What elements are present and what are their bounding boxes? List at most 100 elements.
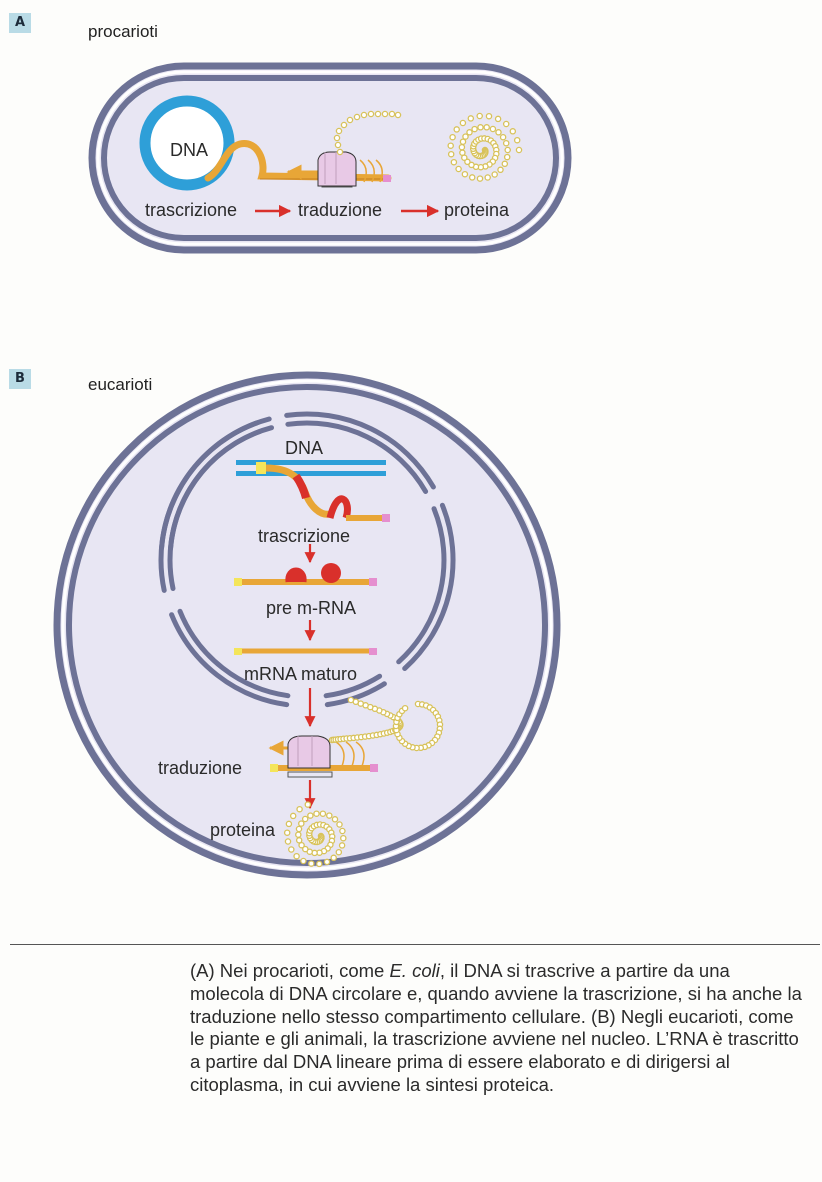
amino-acid-bead xyxy=(289,812,297,820)
amino-acid-bead xyxy=(307,812,314,819)
nuclear-membrane-segment xyxy=(324,681,387,708)
amino-acid-bead xyxy=(304,801,312,808)
amino-acid-bead xyxy=(285,820,293,828)
amino-acid-bead xyxy=(503,153,511,161)
prokaryote-ribosome xyxy=(286,151,383,188)
eukaryote-peptide-chain xyxy=(328,696,444,752)
amino-acid-bead xyxy=(499,133,507,141)
section-b-badge: B xyxy=(9,369,31,389)
amino-acid-bead xyxy=(283,829,291,836)
label-b-proteina: proteina xyxy=(210,820,276,840)
nuclear-membrane-segment xyxy=(177,608,291,699)
label-b-mrna-maturo: mRNA maturo xyxy=(244,664,358,684)
amino-acid-bead xyxy=(467,115,475,122)
amino-acid-bead xyxy=(455,165,462,173)
amino-acid-bead xyxy=(401,704,409,712)
nuclear-membrane-segment xyxy=(402,502,456,671)
amino-acid-bead xyxy=(447,142,454,149)
amino-acid-bead xyxy=(459,149,466,156)
amino-acid-bead xyxy=(461,170,469,178)
eukaryote-protein-spiral xyxy=(283,801,347,868)
prokaryote-peptide-chain xyxy=(333,110,402,156)
amino-acid-bead xyxy=(489,125,497,133)
amino-acid-bead xyxy=(347,696,355,704)
amino-acid-bead xyxy=(501,160,509,168)
label-a-trascrizione: trascrizione xyxy=(145,200,238,220)
amino-acid-bead xyxy=(300,857,307,865)
amino-acid-bead xyxy=(339,827,346,835)
amino-acid-bead xyxy=(459,138,467,145)
diagram-graphics xyxy=(53,62,572,879)
amino-acid-bead xyxy=(476,175,484,182)
amino-acid-bead xyxy=(323,858,331,866)
eukaryote-transcript xyxy=(256,462,390,522)
amino-acid-bead xyxy=(301,815,309,823)
amino-acid-bead xyxy=(468,174,476,181)
amino-acid-bead xyxy=(458,143,466,151)
amino-acid-bead xyxy=(468,161,475,169)
amino-acid-bead xyxy=(298,820,305,827)
amino-acid-bead xyxy=(491,171,498,178)
amino-acid-bead xyxy=(477,124,484,131)
nuclear-membrane-segment xyxy=(323,673,383,699)
section-a-badge: A xyxy=(9,13,31,33)
label-b-traduzione: traduzione xyxy=(158,758,243,778)
caption-part-1: (A) Nei procarioti, come xyxy=(190,960,390,981)
amino-acid-bead xyxy=(284,838,292,845)
amino-acid-bead xyxy=(316,860,323,868)
nuclear-membrane-segment xyxy=(169,612,290,708)
amino-acid-bead xyxy=(509,128,517,135)
amino-acid-bead xyxy=(459,119,467,127)
amino-acid-bead xyxy=(326,812,333,819)
nuclear-membrane-segment xyxy=(285,420,429,494)
amino-acid-bead xyxy=(330,854,337,862)
amino-acid-bead xyxy=(336,821,343,828)
label-b-trascrizione: trascrizione xyxy=(258,526,351,546)
amino-acid-bead xyxy=(449,133,456,141)
amino-acid-bead xyxy=(295,837,303,844)
caption-italic-species: E. coli xyxy=(389,960,440,981)
nuclear-membrane-segment xyxy=(396,506,447,665)
pre-mrna-molecule xyxy=(234,563,377,586)
amino-acid-bead xyxy=(340,834,347,842)
label-a-dna: DNA xyxy=(170,140,209,160)
amino-acid-bead xyxy=(471,125,478,133)
amino-acid-bead xyxy=(483,124,490,131)
amino-acid-bead xyxy=(319,810,327,817)
caption-divider xyxy=(10,944,820,945)
amino-acid-bead xyxy=(504,146,511,154)
amino-acid-bead xyxy=(462,133,469,140)
amino-acid-bead xyxy=(484,174,491,181)
amino-acid-bead xyxy=(502,139,510,147)
amino-acid-bead xyxy=(338,842,346,849)
amino-acid-bead xyxy=(447,150,455,158)
amino-acid-bead xyxy=(313,810,320,817)
eukaryote-ribosome xyxy=(268,735,365,778)
circular-dna xyxy=(139,95,235,191)
amino-acid-bead xyxy=(466,129,473,136)
mature-mrna-molecule xyxy=(234,648,377,655)
section-b-title: eucarioti xyxy=(88,375,153,394)
eukaryote-dna xyxy=(236,460,386,476)
label-b-dna: DNA xyxy=(285,438,324,458)
amino-acid-bead xyxy=(302,845,309,853)
nuclear-membrane-segment xyxy=(167,428,263,591)
amino-acid-bead xyxy=(450,158,458,166)
amino-acid-bead xyxy=(293,852,300,860)
amino-acid-bead xyxy=(494,115,502,123)
section-a-title: procarioti xyxy=(88,22,158,41)
amino-acid-bead xyxy=(464,158,471,166)
amino-acid-bead xyxy=(296,805,303,813)
amino-acid-bead xyxy=(497,166,504,174)
amino-acid-bead xyxy=(288,846,295,853)
amino-acid-bead xyxy=(513,136,521,144)
amino-acid-bead xyxy=(515,146,523,154)
amino-acid-bead xyxy=(502,120,510,128)
label-a-proteina: proteina xyxy=(444,200,510,220)
amino-acid-bead xyxy=(453,126,460,133)
prokaryote-protein-spiral xyxy=(447,112,523,182)
amino-acid-bead xyxy=(308,860,315,867)
nuclear-membrane-segment xyxy=(284,411,436,490)
amino-acid-bead xyxy=(295,831,302,838)
label-a-traduzione: traduzione xyxy=(298,200,383,220)
